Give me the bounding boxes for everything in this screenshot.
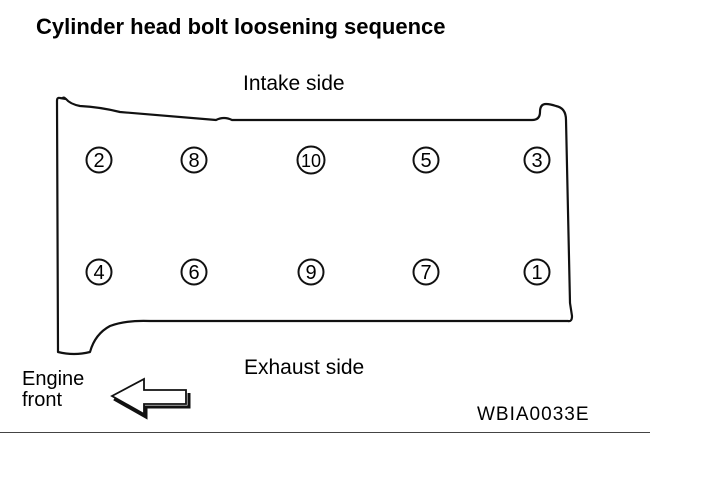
bolt-top-2: 8 <box>180 146 208 174</box>
bolt-top-4: 5 <box>412 146 440 174</box>
engine-front-line1: Engine <box>22 368 85 390</box>
engine-front-line2: front <box>22 389 63 411</box>
engine-front-label: Engine front <box>22 369 84 411</box>
bolt-bottom-1: 4 <box>85 258 113 286</box>
bolt-number: 10 <box>301 151 321 171</box>
bolt-number: 9 <box>305 262 316 284</box>
bolt-number: 3 <box>531 150 542 172</box>
outline-detail-top <box>61 96 67 100</box>
bolt-bottom-5: 1 <box>523 258 551 286</box>
bolt-number: 6 <box>188 262 199 284</box>
bolt-number: 7 <box>420 262 431 284</box>
bolt-top-3: 10 <box>296 145 326 175</box>
bolt-number: 4 <box>93 262 104 284</box>
figure-code: WBIA0033E <box>477 404 590 425</box>
bolt-number: 1 <box>531 262 542 284</box>
bolt-bottom-2: 6 <box>180 258 208 286</box>
bolt-top-1: 2 <box>85 146 113 174</box>
bolt-number: 5 <box>420 150 431 172</box>
arrow-left-icon <box>110 377 191 420</box>
divider-line <box>0 432 650 433</box>
bolt-bottom-3: 9 <box>297 258 325 286</box>
exhaust-side-label: Exhaust side <box>244 356 365 379</box>
diagram-title: Cylinder head bolt loosening sequence <box>36 14 446 39</box>
intake-side-label: Intake side <box>243 72 345 95</box>
bolt-top-5: 3 <box>523 146 551 174</box>
bolt-number: 2 <box>93 150 104 172</box>
bolt-number: 8 <box>188 150 199 172</box>
bolt-bottom-4: 7 <box>412 258 440 286</box>
cylinder-head-outline <box>55 96 574 356</box>
